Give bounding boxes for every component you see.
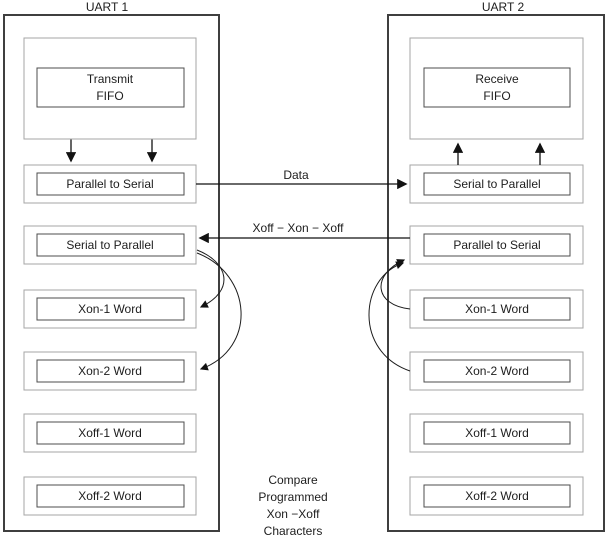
compare-note-line1: Compare <box>268 473 318 487</box>
compare-note-line4: Characters <box>264 524 323 538</box>
uart1-s2p-label: Serial to Parallel <box>66 238 153 252</box>
uart2-s2p-label: Serial to Parallel <box>453 177 540 191</box>
uart2-block: UART 2 Receive FIFO Serial to Parallel P… <box>368 0 605 532</box>
uart2-fifo-label-line2: FIFO <box>483 89 510 103</box>
uart2-fifo-box <box>423 67 571 108</box>
uart2-xon2-box <box>423 359 571 383</box>
uart1-fifo-label-line2: FIFO <box>96 89 123 103</box>
uart2-s2p-box <box>423 172 571 196</box>
uart1-p2s-label: Parallel to Serial <box>66 177 153 191</box>
uart1-xon2-label: Xon-2 Word <box>78 364 142 378</box>
uart1-fifo-box <box>36 67 185 108</box>
compare-note: Compare Programmed Xon −Xoff Characters <box>258 473 327 538</box>
uart2-outer-box <box>387 14 605 532</box>
uart2-xon2-label: Xon-2 Word <box>465 364 529 378</box>
uart1-s2p-to-xon2-arrow <box>196 252 242 371</box>
uart1-xon1-label: Xon-1 Word <box>78 302 142 316</box>
uart2-p2s-label: Parallel to Serial <box>453 238 540 252</box>
uart2-xoff1-label: Xoff-1 Word <box>465 426 529 440</box>
uart1-xoff1-label: Xoff-1 Word <box>78 426 142 440</box>
uart1-outer-box <box>3 14 220 532</box>
uart2-xon1-to-p2s-arrow <box>380 259 411 310</box>
uart2-p2s-box <box>423 233 571 257</box>
uart1-s2p-to-xon1-arrow <box>196 249 225 308</box>
uart1-p2s-box <box>36 172 185 196</box>
uart2-xon2-to-p2s-arrow <box>368 261 411 372</box>
uart1-block: UART 1 Transmit FIFO Parallel to Serial … <box>3 0 242 532</box>
uart1-xon1-box <box>36 297 185 321</box>
uart1-s2p-box <box>36 233 185 257</box>
uart1-xoff2-label: Xoff-2 Word <box>78 489 142 503</box>
inter-uart-links: Data Xoff − Xon − Xoff <box>196 168 410 244</box>
data-arrow-label: Data <box>283 168 309 182</box>
uart2-xoff1-box <box>423 421 571 445</box>
compare-note-line3: Xon −Xoff <box>267 507 320 521</box>
uart2-xon1-label: Xon-1 Word <box>465 302 529 316</box>
uart2-fifo-label-line1: Receive <box>475 72 519 86</box>
uart1-xoff1-box <box>36 421 185 445</box>
uart1-xoff2-box <box>36 484 185 508</box>
uart2-title: UART 2 <box>482 0 525 14</box>
uart2-xoff2-box <box>423 484 571 508</box>
uart1-title: UART 1 <box>86 0 129 14</box>
compare-note-line2: Programmed <box>258 490 327 504</box>
uart2-xoff2-label: Xoff-2 Word <box>465 489 529 503</box>
uart2-xon1-box <box>423 297 571 321</box>
uart1-fifo-label-line1: Transmit <box>87 72 134 86</box>
uart1-xon2-box <box>36 359 185 383</box>
xoff-xon-xoff-label: Xoff − Xon − Xoff <box>253 221 345 235</box>
